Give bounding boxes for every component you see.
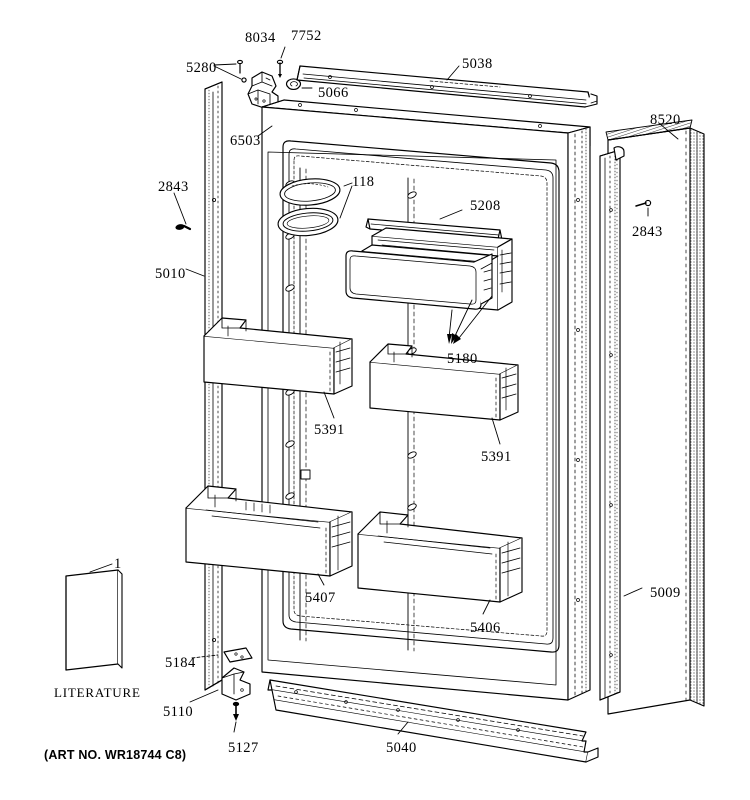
callout-2843-left: 2843	[158, 179, 189, 195]
callout-5127: 5127	[228, 740, 259, 756]
part-5180-dairy-compartment	[345, 227, 513, 344]
part-5066-clip	[285, 78, 313, 90]
callout-5391-left: 5391	[314, 422, 345, 438]
callout-5280: 5280	[186, 60, 217, 76]
part-5391-bin-right	[369, 343, 519, 445]
part-5009-right-rail	[599, 146, 643, 701]
callout-5184: 5184	[165, 655, 196, 671]
part-7752-screw	[276, 46, 286, 78]
callout-5010: 5010	[155, 266, 186, 282]
callout-5180: 5180	[447, 351, 478, 367]
literature-caption: LITERATURE	[54, 685, 141, 700]
part-5040-bottom-rail	[267, 679, 599, 763]
part-5407-bin	[185, 485, 353, 586]
part-5184-shim	[191, 647, 253, 663]
callout-7752: 7752	[291, 28, 322, 44]
part-5038-top-rail	[296, 65, 598, 108]
callout-5407: 5407	[305, 590, 336, 606]
callout-5391-right: 5391	[481, 449, 512, 465]
callout-5040: 5040	[386, 740, 417, 756]
callout-8034: 8034	[245, 30, 276, 46]
callout-5406: 5406	[470, 620, 501, 636]
callout-118: 118	[352, 174, 375, 190]
part-5127-screw	[232, 701, 240, 733]
part-5110-hinge-bracket	[189, 667, 251, 703]
part-118-oval-gaskets	[277, 178, 353, 237]
part-5010-left-rail	[204, 81, 223, 691]
part-1-literature	[65, 563, 123, 671]
part-2843-screw-left	[173, 192, 192, 231]
callout-8520: 8520	[650, 112, 681, 128]
part-8520-gasket	[605, 119, 705, 715]
callout-item-1: 1	[114, 556, 122, 572]
art-number-note: (ART NO. WR18744 C8)	[44, 748, 187, 762]
callout-5066: 5066	[318, 85, 349, 101]
part-5391-bin-left	[203, 317, 353, 419]
part-5280-screws	[213, 59, 247, 83]
part-5406-bin	[357, 511, 523, 615]
callout-5110: 5110	[163, 704, 194, 720]
callout-5208: 5208	[470, 198, 501, 214]
callout-6503: 6503	[230, 133, 261, 149]
part-8034-hinge	[247, 71, 279, 111]
callout-5038: 5038	[462, 56, 493, 72]
callout-5009: 5009	[650, 585, 681, 601]
callout-2843-right: 2843	[632, 224, 663, 240]
part-2843-screw-right	[635, 199, 652, 217]
